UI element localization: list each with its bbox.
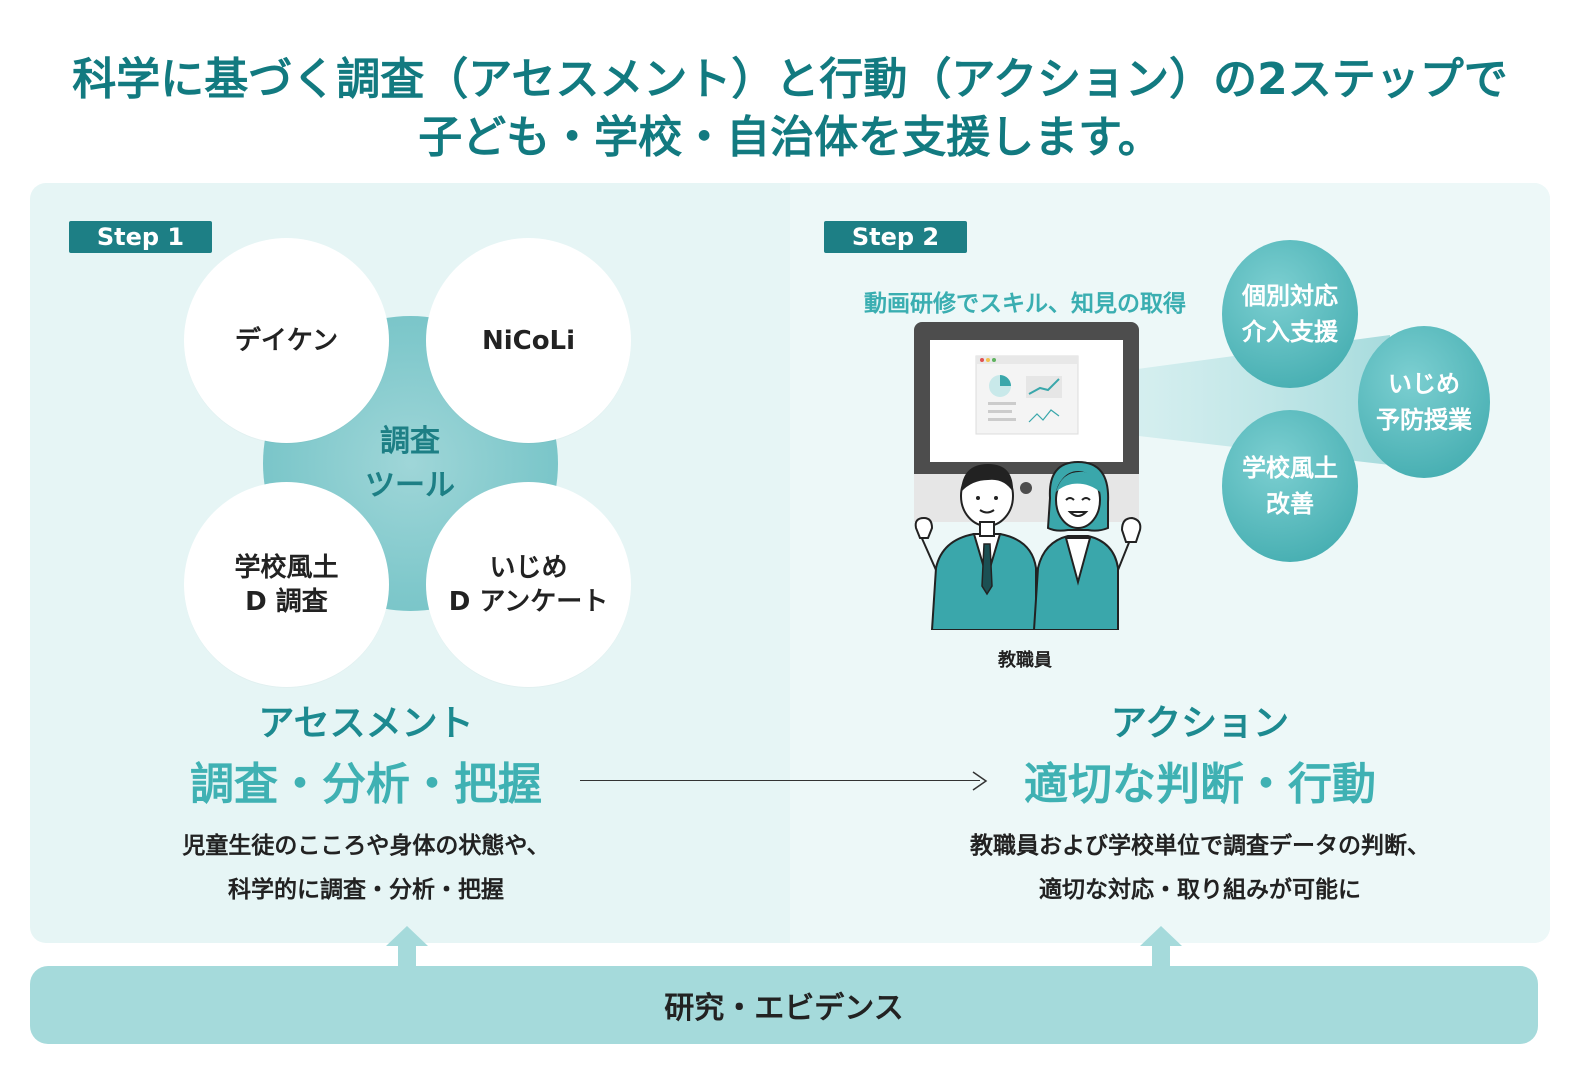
staff-label: 教職員 <box>998 650 1052 671</box>
main-panel-right-tint <box>790 183 1550 943</box>
video-training-caption: 動画研修でスキル、知見の取得 <box>864 291 1186 317</box>
assessment-subtitle: 調査・分析・把握 <box>190 759 542 810</box>
tool-circle-school-climate: 学校風土 D 調査 <box>184 482 389 687</box>
up-arrow-icon <box>386 926 428 968</box>
headline-line1: 科学に基づく調査（アセスメント）と行動（アクション）の2ステップで <box>72 54 1508 105</box>
bubble-line2: 介入支援 <box>1242 318 1338 346</box>
bubble-bullying-prevention: いじめ 予防授業 <box>1358 326 1490 478</box>
hub-label-line1: 調査 <box>380 424 440 459</box>
action-subtitle: 適切な判断・行動 <box>1024 759 1376 810</box>
bubble-line1: いじめ <box>1388 370 1460 398</box>
tool-circle-deiken: デイケン <box>184 238 389 443</box>
action-desc-line2: 適切な対応・取り組みが可能に <box>1039 877 1361 903</box>
assessment-desc-line2: 科学的に調査・分析・把握 <box>228 877 504 903</box>
research-evidence-bar: 研究・エビデンス <box>30 966 1538 1044</box>
survey-tools-hub-label: 調査 ツール <box>330 420 490 508</box>
staff-people-icon <box>914 460 1142 630</box>
action-desc-line1: 教職員および学校単位で調査データの判断、 <box>970 833 1430 859</box>
tool-label: デイケン <box>234 325 339 356</box>
bubble-line2: 改善 <box>1266 490 1314 518</box>
bubble-school-climate-improvement: 学校風土 改善 <box>1222 410 1358 562</box>
bubble-line1: 学校風土 <box>1242 454 1338 482</box>
tool-label-sub: D アンケート <box>448 586 609 617</box>
assessment-title: アセスメント <box>258 703 474 744</box>
tool-circle-bullying-survey: いじめ D アンケート <box>426 482 631 687</box>
bubble-individual-support: 個別対応 介入支援 <box>1222 240 1358 388</box>
hub-label-line2: ツール <box>365 468 455 503</box>
headline-line2: 子ども・学校・自治体を支援します。 <box>418 112 1162 163</box>
up-arrow-icon <box>1140 926 1182 968</box>
step2-badge: Step 2 <box>824 221 967 253</box>
action-title: アクション <box>1110 703 1290 744</box>
step-connector-arrowhead-icon <box>972 771 988 791</box>
man-figure <box>914 464 1037 630</box>
tool-label: 学校風土 <box>234 552 339 583</box>
tool-circle-nicoli: NiCoLi <box>426 238 631 443</box>
tool-label: NiCoLi <box>481 325 576 356</box>
tool-label-sub: D 調査 <box>245 586 328 617</box>
research-evidence-label: 研究・エビデンス <box>664 991 904 1026</box>
woman-figure <box>1032 460 1142 630</box>
step1-badge: Step 1 <box>69 221 212 253</box>
action-description: 教職員および学校単位で調査データの判断、 適切な対応・取り組みが可能に <box>900 824 1500 912</box>
bubble-line2: 予防授業 <box>1376 406 1472 434</box>
tool-label: いじめ <box>489 552 568 583</box>
assessment-desc-line1: 児童生徒のこころや身体の状態や、 <box>182 833 550 859</box>
step-connector-line <box>580 780 980 781</box>
assessment-description: 児童生徒のこころや身体の状態や、 科学的に調査・分析・把握 <box>116 824 616 912</box>
bubble-line1: 個別対応 <box>1242 282 1338 310</box>
